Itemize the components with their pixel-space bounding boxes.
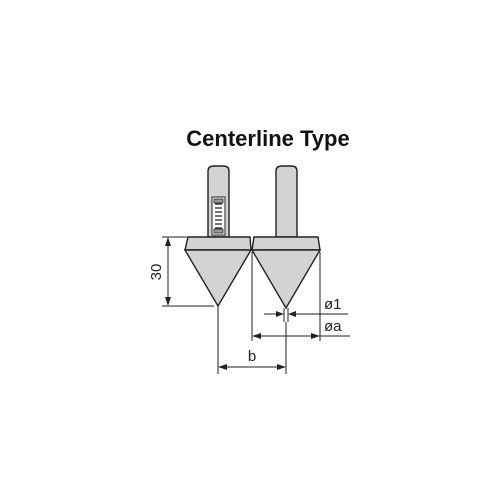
- tip-arrow-left: [276, 311, 284, 317]
- right-stem: [275, 165, 298, 238]
- height-arrow-top: [165, 237, 171, 246]
- spacing-arrow-right: [277, 364, 286, 370]
- right-point: [250, 165, 322, 310]
- spacing-label: b: [248, 348, 256, 365]
- spacing-b-dimension: b: [217, 306, 287, 374]
- left-point: [183, 165, 253, 308]
- left-spring-cap: [213, 198, 224, 204]
- left-spring-base: [213, 228, 224, 234]
- tip-diameter-label: ø1: [324, 296, 342, 313]
- tip-arrow-right: [288, 311, 296, 317]
- right-collar: [251, 236, 321, 251]
- spacing-arrow-left: [218, 364, 227, 370]
- height-dimension: 30: [148, 236, 214, 307]
- diagram-title: Centerline Type: [186, 126, 349, 151]
- diameter-a-arrow-right: [311, 333, 320, 339]
- diameter-a-dimension: øa: [251, 252, 350, 341]
- left-collar: [184, 236, 252, 251]
- left-cone: [183, 249, 253, 308]
- left-spring: [215, 203, 222, 229]
- height-label: 30: [148, 264, 165, 281]
- right-cone: [250, 249, 322, 310]
- diameter-a-arrow-left: [252, 333, 261, 339]
- diameter-a-label: øa: [324, 318, 342, 335]
- height-arrow-bottom: [165, 297, 171, 306]
